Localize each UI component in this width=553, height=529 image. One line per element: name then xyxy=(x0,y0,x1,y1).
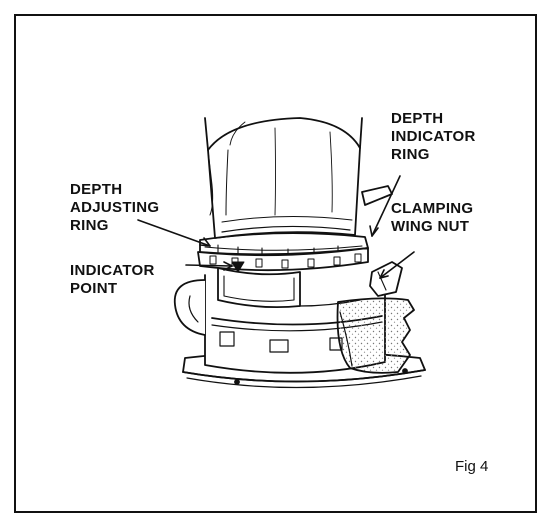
figure-caption: Fig 4 xyxy=(455,458,489,475)
label-depth-indicator-ring: DEPTH INDICATOR RING xyxy=(391,110,476,163)
figure-frame xyxy=(14,14,537,513)
housing-window xyxy=(217,267,301,309)
clamping-wing-nut xyxy=(369,261,403,297)
leader-lines xyxy=(137,175,415,279)
indicator-point xyxy=(231,261,245,273)
label-clamping-wing-nut: CLAMPING WING NUT xyxy=(391,200,474,235)
right-handle xyxy=(336,297,415,374)
motor-housing xyxy=(207,117,361,239)
motor-top xyxy=(204,117,363,151)
label-indicator-point: INDICATOR POINT xyxy=(70,262,155,297)
label-depth-adjusting-ring: DEPTH ADJUSTING RING xyxy=(70,181,160,234)
left-handle xyxy=(173,279,206,336)
